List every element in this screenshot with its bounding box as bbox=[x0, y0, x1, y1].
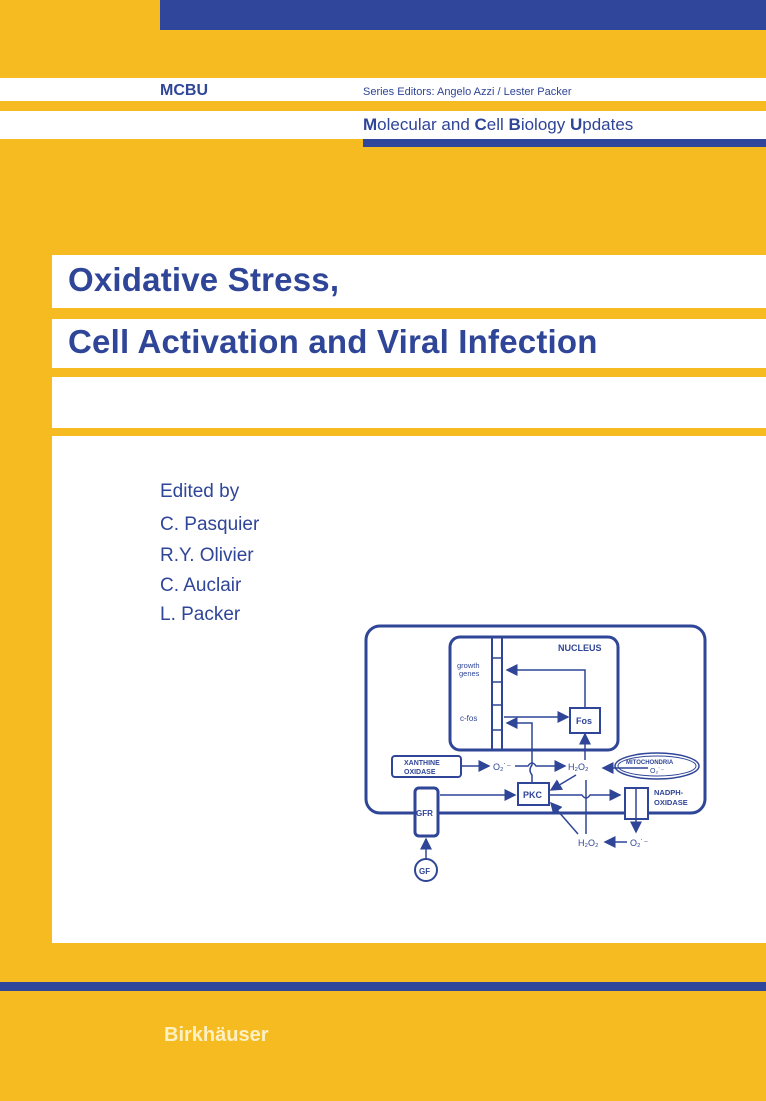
series-name-band bbox=[0, 111, 766, 139]
h2o2-label: H₂O₂ bbox=[568, 762, 589, 772]
initial: M bbox=[363, 115, 378, 134]
initial: B bbox=[508, 115, 521, 134]
bottom-blue-rule bbox=[0, 982, 766, 991]
editor-name: C. Pasquier bbox=[160, 514, 260, 535]
top-blue-bar bbox=[160, 0, 766, 30]
nadph-oxidase-label: OXIDASE bbox=[654, 798, 688, 807]
nucleus-label: NUCLEUS bbox=[558, 643, 602, 653]
title-line-2: Cell Activation and Viral Infection bbox=[68, 323, 598, 360]
title-band-1 bbox=[52, 255, 766, 308]
cfos-label: c-fos bbox=[460, 714, 477, 723]
nadph-label: NADPH- bbox=[654, 788, 684, 797]
word: iology bbox=[520, 115, 570, 134]
word: olecular and bbox=[377, 115, 475, 134]
editor-name: L. Packer bbox=[160, 604, 241, 625]
oxidase-label: OXIDASE bbox=[404, 769, 436, 776]
publisher-name: Birkhäuser bbox=[164, 1024, 269, 1046]
gf-label: GF bbox=[419, 867, 430, 876]
genes-label: genes bbox=[459, 669, 480, 678]
pkc-label: PKC bbox=[523, 790, 543, 800]
dna-strip bbox=[491, 636, 503, 751]
mitochondria-label: MITOCHONDRIA bbox=[626, 760, 674, 766]
word: pdates bbox=[582, 115, 634, 134]
blank-band bbox=[52, 377, 766, 428]
initial: U bbox=[569, 115, 583, 134]
series-band bbox=[0, 78, 766, 101]
xanthine-label: XANTHINE bbox=[404, 760, 440, 767]
series-abbr: MCBU bbox=[160, 82, 208, 99]
initial: C bbox=[474, 115, 487, 134]
cell-membrane bbox=[364, 624, 707, 815]
mito-superoxide-label: O₂˙⁻ bbox=[650, 767, 664, 775]
series-name: Molecular and Cell Biology Updates bbox=[363, 115, 633, 135]
edited-by-label: Edited by bbox=[160, 481, 240, 502]
nadph-superoxide-label: O₂˙⁻ bbox=[630, 838, 648, 848]
mitochondria bbox=[614, 752, 700, 780]
cell-signaling-diagram: NUCLEUS growth genes c-fos Fos XANTHINE … bbox=[364, 624, 707, 882]
gfr-box bbox=[413, 786, 440, 838]
xanthine-oxidase-box bbox=[391, 755, 462, 778]
gfr-label: GFR bbox=[416, 809, 433, 818]
main-panel bbox=[52, 436, 766, 943]
growth-label: growth bbox=[457, 661, 480, 670]
extracellular-h2o2-label: H₂O₂ bbox=[578, 838, 599, 848]
word: ell bbox=[486, 115, 509, 134]
editor-name: R.Y. Olivier bbox=[160, 545, 254, 566]
fos-label: Fos bbox=[576, 716, 592, 726]
pkc-box bbox=[517, 782, 550, 806]
title-line-1: Oxidative Stress, bbox=[68, 261, 340, 298]
series-editors: Series Editors: Angelo Azzi / Lester Pac… bbox=[363, 86, 572, 98]
nucleus-box bbox=[448, 635, 620, 752]
title-band-2 bbox=[52, 319, 766, 368]
superoxide-label: O₂˙⁻ bbox=[493, 762, 511, 772]
series-underline-bar bbox=[363, 139, 766, 147]
editor-name: C. Auclair bbox=[160, 575, 242, 596]
